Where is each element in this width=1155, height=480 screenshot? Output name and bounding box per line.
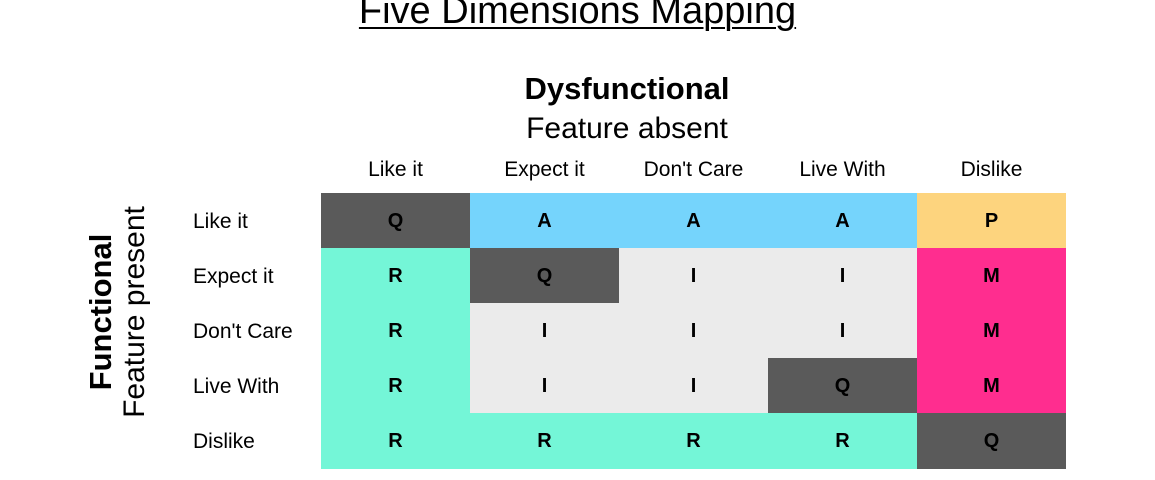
diagram-title: Five Dimensions Mapping bbox=[358, 0, 797, 32]
grid-cell: M bbox=[917, 248, 1066, 304]
grid-cell: R bbox=[321, 248, 470, 304]
grid-cell: Q bbox=[470, 248, 619, 304]
grid-cell: I bbox=[619, 358, 768, 414]
grid-cell: I bbox=[768, 303, 917, 359]
grid-cell: A bbox=[768, 193, 917, 249]
grid-cell: Q bbox=[917, 413, 1066, 469]
grid-cell: R bbox=[619, 413, 768, 469]
grid-cell: M bbox=[917, 358, 1066, 414]
grid-cell: P bbox=[917, 193, 1066, 249]
row-header-like-it: Like it bbox=[193, 210, 248, 233]
functional-axis-label: Functional Feature present bbox=[83, 192, 152, 432]
dysfunctional-title: Dysfunctional bbox=[524, 71, 730, 106]
functional-subtitle: Feature present bbox=[118, 206, 151, 418]
dysfunctional-subtitle: Feature absent bbox=[526, 112, 728, 145]
functional-title: Functional bbox=[83, 233, 118, 391]
grid-cell: R bbox=[321, 358, 470, 414]
grid-cell: R bbox=[768, 413, 917, 469]
grid-cell: M bbox=[917, 303, 1066, 359]
row-header-expect-it: Expect it bbox=[193, 265, 274, 288]
grid-cell: A bbox=[619, 193, 768, 249]
grid-cell: R bbox=[321, 303, 470, 359]
row-header-dislike: Dislike bbox=[193, 430, 255, 453]
grid-cell: I bbox=[470, 358, 619, 414]
grid-cell: I bbox=[768, 248, 917, 304]
grid-cell: R bbox=[470, 413, 619, 469]
column-header-live-with: Live With bbox=[799, 158, 886, 181]
row-header-live-with: Live With bbox=[193, 375, 280, 398]
grid-cell: I bbox=[619, 303, 768, 359]
column-header-dislike: Dislike bbox=[960, 158, 1023, 181]
column-header-like-it: Like it bbox=[368, 158, 423, 181]
grid-cell: R bbox=[321, 413, 470, 469]
grid-cell: Q bbox=[321, 193, 470, 249]
grid-cell: A bbox=[470, 193, 619, 249]
column-header-dont-care: Don't Care bbox=[643, 158, 744, 181]
row-header-dont-care: Don't Care bbox=[193, 320, 293, 343]
grid-cell: I bbox=[619, 248, 768, 304]
grid-cell: Q bbox=[768, 358, 917, 414]
column-header-expect-it: Expect it bbox=[504, 158, 585, 181]
grid-cell: I bbox=[470, 303, 619, 359]
